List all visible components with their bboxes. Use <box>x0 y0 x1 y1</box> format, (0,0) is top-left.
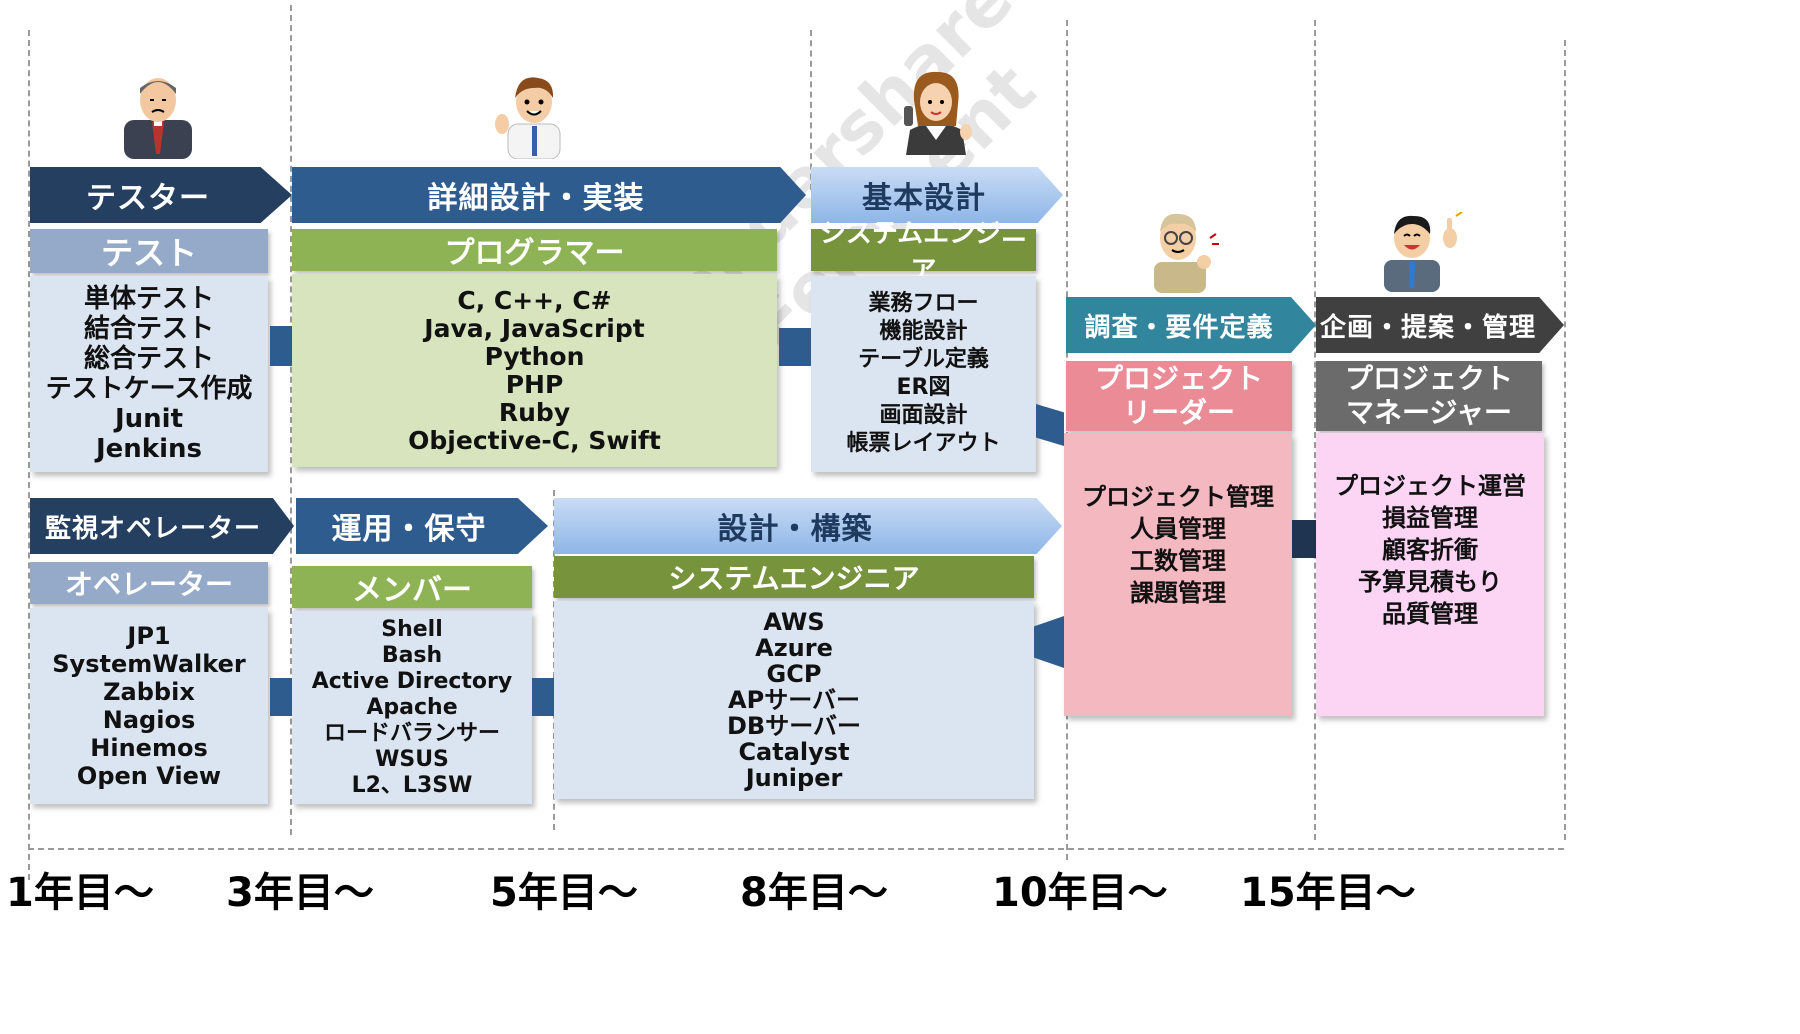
skills-card-member: Shell Bash Active Directory Apache ロードバラ… <box>292 611 532 804</box>
skill-item: テストケース作成 <box>45 374 253 404</box>
skill-item: 総合テスト <box>83 344 214 374</box>
connector <box>270 678 292 716</box>
skill-item: Active Directory <box>311 668 513 694</box>
phase-arrow-leader: 調査・要件定義 <box>1066 297 1316 353</box>
skill-item: テーブル定義 <box>858 347 989 372</box>
divider-end <box>1564 40 1566 840</box>
skill-item: プロジェクト管理 <box>1082 482 1274 511</box>
skill-item: AWS <box>763 608 825 636</box>
skills-card-se-build: AWS Azure GCP APサーバー DBサーバー Catalyst Jun… <box>554 601 1034 799</box>
phase-arrow-member: 運用・保守 <box>296 498 548 554</box>
phase-arrow-operator: 監視オペレーター <box>30 498 294 554</box>
phase-arrow-manager: 企画・提案・管理 <box>1316 297 1564 353</box>
skill-item: Ruby <box>498 397 571 427</box>
skill-item: Juniper <box>745 764 843 792</box>
skill-item: 業務フロー <box>868 291 979 316</box>
manager-person-icon <box>1384 212 1463 292</box>
role-label-member: メンバー <box>292 566 532 608</box>
leader-person-icon <box>1154 213 1219 293</box>
skill-item: 顧客折衝 <box>1382 535 1478 564</box>
skill-item: JP1 <box>127 622 171 650</box>
phase-arrow-se-basic: 基本設計 <box>811 167 1063 223</box>
skill-item: C, C++, C# <box>457 285 612 315</box>
skill-item: GCP <box>766 660 822 688</box>
skill-item: 課題管理 <box>1130 578 1226 607</box>
skill-item: 人員管理 <box>1130 514 1226 543</box>
skill-item: Shell <box>381 616 443 642</box>
skill-item: Junit <box>114 404 184 434</box>
role-label-se-basic: システムエンジニア <box>811 219 1036 286</box>
year-label-1: 1年目～ <box>6 870 154 916</box>
divider-8 <box>810 30 812 190</box>
phase-arrow-tester: テスター <box>30 167 292 223</box>
skills-card-manager: プロジェクト運営 損益管理 顧客折衝 予算見積もり 品質管理 <box>1316 433 1544 716</box>
skill-item: 品質管理 <box>1382 599 1478 628</box>
skill-item: Zabbix <box>103 678 195 706</box>
skill-item: WSUS <box>375 746 449 772</box>
skills-card-programmer: C, C++, C# Java, JavaScript Python PHP R… <box>292 274 777 467</box>
role-label-tester: テスト <box>30 229 268 273</box>
skill-item: 機能設計 <box>879 319 968 344</box>
programmer-person-icon <box>495 77 561 159</box>
year-label-15: 15年目～ <box>1240 870 1416 916</box>
skill-item: Apache <box>366 694 458 720</box>
phase-arrow-se-build: 設計・構築 <box>554 498 1062 554</box>
role-label-leader: プロジェクト リーダー <box>1066 361 1292 431</box>
skills-card-se-basic: 業務フロー 機能設計 テーブル定義 ER図 画面設計 帳票レイアウト <box>811 276 1036 472</box>
skills-card-leader: プロジェクト管理 人員管理 工数管理 課題管理 <box>1064 433 1292 716</box>
skills-card-tester: 単体テスト 結合テスト 総合テスト テストケース作成 Junit Jenkins <box>30 276 268 472</box>
skill-item: SystemWalker <box>52 650 246 678</box>
skill-item: ロードバランサー <box>323 720 500 746</box>
baseline <box>28 848 1564 850</box>
skill-item: Jenkins <box>95 434 202 464</box>
connector <box>779 328 811 366</box>
skill-item: Hinemos <box>90 734 208 762</box>
skill-item: 結合テスト <box>83 314 214 344</box>
divider-3 <box>290 5 292 835</box>
year-label-3: 3年目～ <box>226 870 374 916</box>
phase-arrow-programmer: 詳細設計・実装 <box>292 167 806 223</box>
divider-1 <box>28 30 30 880</box>
connector <box>532 678 554 716</box>
skill-item: Bash <box>381 642 443 668</box>
skill-item: PHP <box>505 369 564 399</box>
skill-item: Nagios <box>102 706 196 734</box>
skills-card-operator: JP1 SystemWalker Zabbix Nagios Hinemos O… <box>30 608 268 804</box>
connector <box>270 326 292 366</box>
skill-item: プロジェクト運営 <box>1334 471 1526 500</box>
skill-item: 予算見積もり <box>1358 567 1502 596</box>
skill-item: 損益管理 <box>1382 503 1478 532</box>
skill-item: ER図 <box>896 375 951 400</box>
skill-item: Python <box>484 341 585 371</box>
skill-item: 画面設計 <box>879 403 968 428</box>
connector <box>1034 616 1064 668</box>
skill-item: Objective-C, Swift <box>408 425 661 455</box>
skill-item: 単体テスト <box>83 284 214 314</box>
role-label-operator: オペレーター <box>30 562 268 604</box>
connector <box>1036 404 1064 446</box>
skill-item: Java, JavaScript <box>424 313 645 343</box>
year-label-10: 10年目～ <box>992 870 1168 916</box>
skill-item: Catalyst <box>738 738 850 766</box>
role-label-programmer: プログラマー <box>292 229 777 271</box>
skill-item: L2、L3SW <box>351 772 473 798</box>
tester-person-icon <box>124 78 192 159</box>
divider-15 <box>1314 20 1316 840</box>
skill-item: APサーバー <box>728 686 860 714</box>
role-label-manager: プロジェクト マネージャー <box>1316 361 1542 431</box>
year-label-8: 8年目～ <box>740 870 888 916</box>
skill-item: Open View <box>76 762 222 790</box>
se-person-icon <box>904 71 972 155</box>
role-label-se-build: システムエンジニア <box>554 556 1034 598</box>
connector <box>1292 520 1316 558</box>
year-label-5: 5年目～ <box>490 870 638 916</box>
skill-item: Azure <box>755 634 833 662</box>
skill-item: 工数管理 <box>1130 546 1226 575</box>
skill-item: DBサーバー <box>727 712 861 740</box>
skill-item: 帳票レイアウト <box>846 431 1001 456</box>
